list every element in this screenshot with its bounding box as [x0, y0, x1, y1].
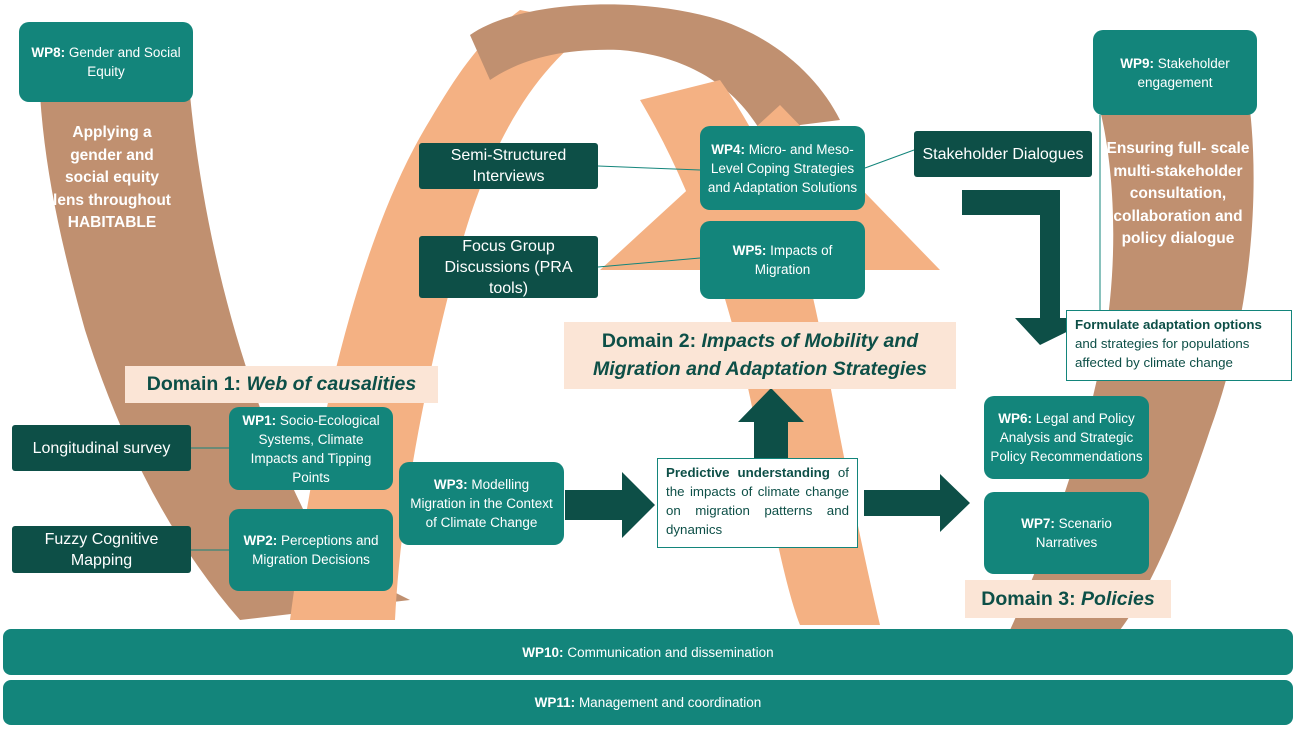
wp5-box: WP5: Impacts of Migration	[700, 221, 865, 299]
semi-structured-interviews-box: Semi-Structured Interviews	[419, 143, 598, 189]
wp1-box: WP1: Socio-Ecological Systems, Climate I…	[229, 407, 393, 490]
wp2-box: WP2: Perceptions and Migration Decisions	[229, 509, 393, 591]
wp5-text: Impacts of Migration	[754, 243, 833, 277]
domain2-label: Domain 2: Impacts of Mobility and Migrat…	[564, 322, 956, 389]
domain1-prefix: Domain 1:	[146, 373, 242, 395]
predictive-bold: Predictive understanding	[666, 465, 830, 480]
dialogue-arrow	[962, 190, 1095, 345]
predictive-arrow	[864, 474, 970, 532]
wp5-code: WP5:	[732, 243, 767, 258]
wp9-box: WP9: Stakeholder engagement	[1093, 30, 1257, 115]
wp3-text: Modelling Migration in the Context of Cl…	[410, 477, 553, 530]
longitudinal-survey-box: Longitudinal survey	[12, 425, 191, 471]
formulate-rest: and strategies for populations affected …	[1075, 336, 1250, 370]
wp3-box: WP3: Modelling Migration in the Context …	[399, 462, 564, 545]
wp10-text: Communication and dissemination	[567, 644, 774, 660]
up-arrow	[738, 388, 804, 458]
wp9-text: Stakeholder engagement	[1137, 55, 1230, 90]
wp4-code: WP4:	[711, 141, 745, 157]
focus-group-box: Focus Group Discussions (PRA tools)	[419, 236, 598, 298]
wp6-text: Legal and Policy Analysis and Strategic …	[990, 411, 1143, 464]
top-arc	[470, 4, 840, 131]
wp10-code: WP10:	[522, 644, 564, 660]
wp7-code: WP7:	[1021, 516, 1055, 531]
wp4-box: WP4: Micro- and Meso-Level Coping Strate…	[700, 126, 865, 210]
stakeholder-lens-text: Ensuring full- scale multi-stakeholder c…	[1106, 140, 1250, 247]
wp11-text: Management and coordination	[578, 695, 762, 710]
wp8-box: WP8: Gender and Social Equity	[19, 22, 193, 102]
formulate-bold: Formulate adaptation options	[1075, 317, 1262, 332]
connector-semi-wp4	[597, 165, 701, 171]
wp6-box: WP6: Legal and Policy Analysis and Strat…	[984, 396, 1149, 479]
wp7-text: Scenario Narratives	[1035, 516, 1112, 550]
wp3-code: WP3:	[433, 477, 468, 492]
wp10-bar: WP10: Communication and dissemination	[3, 629, 1293, 675]
wp6-code: WP6:	[998, 411, 1032, 426]
wp1-code: WP1:	[242, 412, 277, 428]
wp8-code: WP8:	[31, 45, 66, 60]
domain1-name: Web of causalities	[246, 373, 417, 395]
wp1-text: Socio-Ecological Systems, Climate Impact…	[250, 412, 380, 485]
domain3-prefix: Domain 3:	[981, 588, 1076, 610]
wp4-text: Micro- and Meso-Level Coping Strategies …	[707, 141, 858, 195]
wp9-code: WP9:	[1120, 55, 1154, 71]
wp7-box: WP7: Scenario Narratives	[984, 492, 1149, 574]
wp3-arrow	[565, 472, 655, 538]
wp2-text: Perceptions and Migration Decisions	[252, 533, 379, 567]
connector-focus-wp5	[597, 257, 701, 268]
wp11-bar: WP11: Management and coordination	[3, 680, 1293, 725]
left-ribbon	[40, 95, 410, 620]
predictive-understanding-box: Predictive understanding of the impacts …	[657, 458, 858, 548]
gender-lens-text: Applying a gender and social equity lens…	[53, 124, 171, 231]
domain2-name-line2: Migration and Adaptation Strategies	[592, 358, 928, 380]
wp11-code: WP11:	[534, 695, 576, 710]
wp8-text: Gender and Social Equity	[68, 45, 181, 79]
domain3-name: Policies	[1080, 588, 1155, 610]
domain1-label: Domain 1: Web of causalities	[125, 366, 438, 403]
fuzzy-cognitive-mapping-box: Fuzzy Cognitive Mapping	[12, 526, 191, 573]
predictive-rest: of the impacts of climate change on migr…	[666, 465, 849, 537]
domain2-name-line1: Impacts of Mobility and	[701, 330, 919, 352]
wp2-code: WP2:	[243, 533, 278, 548]
connector-wp4-dialogues	[864, 149, 915, 169]
domain2-prefix: Domain 2:	[601, 330, 697, 352]
formulate-adaptation-box: Formulate adaptation options and strateg…	[1066, 310, 1292, 381]
stakeholder-dialogues-box: Stakeholder Dialogues	[914, 131, 1092, 177]
domain3-label: Domain 3: Policies	[965, 580, 1171, 618]
